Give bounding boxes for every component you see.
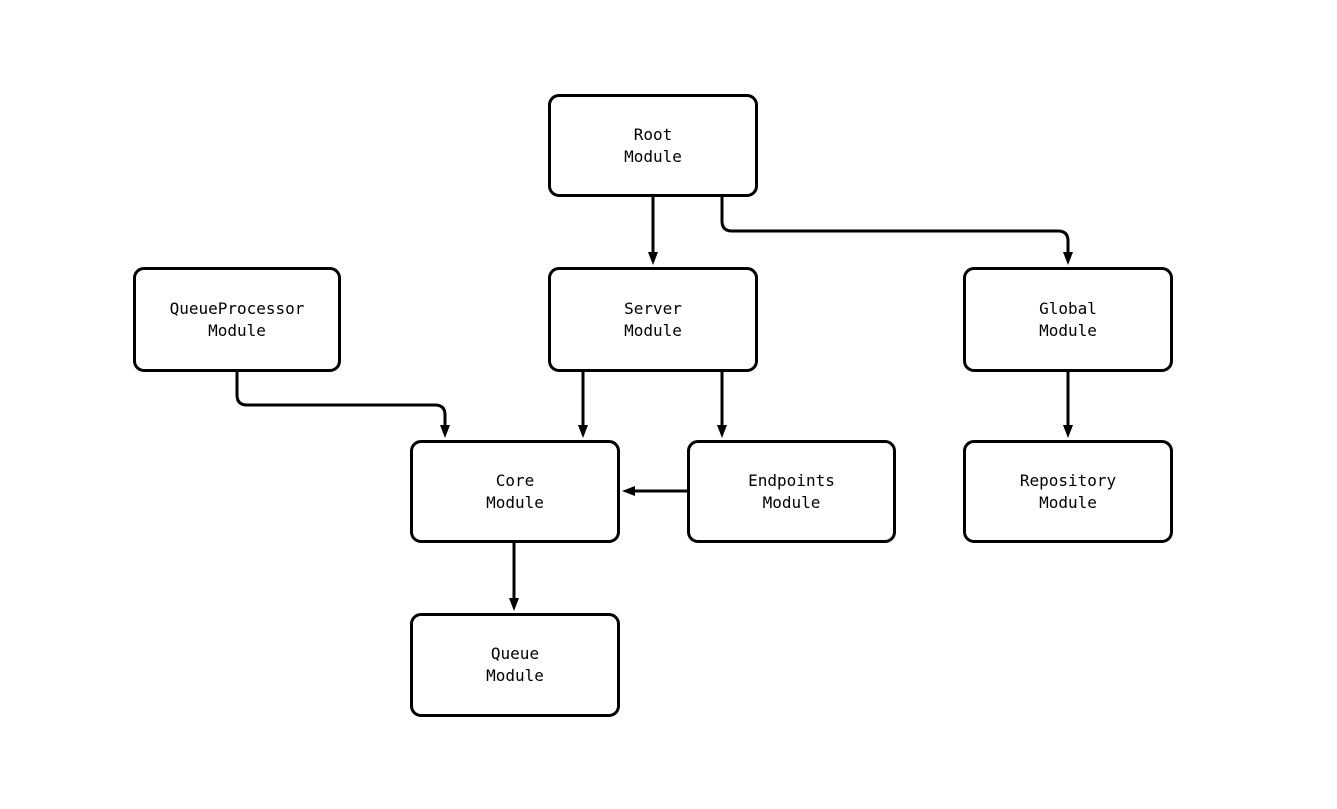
node-repository-line2: Module bbox=[1039, 492, 1097, 512]
node-root[interactable]: Root Module bbox=[548, 94, 758, 197]
node-global-line1: Global bbox=[1039, 298, 1097, 318]
node-global[interactable]: Global Module bbox=[963, 267, 1173, 372]
node-endpoints[interactable]: Endpoints Module bbox=[687, 440, 896, 543]
node-endpoints-line2: Module bbox=[762, 492, 821, 512]
node-root-line2: Module bbox=[624, 146, 682, 166]
node-server[interactable]: Server Module bbox=[548, 267, 758, 372]
edges-group bbox=[235, 197, 1073, 611]
node-queueprocessor-line2: Module bbox=[208, 320, 266, 340]
edge-queueprocessor-core bbox=[235, 372, 450, 438]
node-queue-line2: Module bbox=[486, 666, 544, 685]
node-server-line1: Server bbox=[624, 298, 682, 318]
node-queue-line1: Queue bbox=[490, 644, 540, 663]
node-repository-line1: Repository bbox=[1019, 470, 1117, 490]
node-core-line2: Module bbox=[486, 492, 544, 512]
node-core-line1: Core bbox=[495, 470, 535, 490]
node-root-line1: Root bbox=[633, 124, 673, 144]
node-server-line2: Module bbox=[624, 320, 682, 340]
node-queue[interactable]: Queue Module bbox=[410, 613, 620, 717]
node-queueprocessor-line1: QueueProcessor bbox=[169, 298, 305, 318]
edge-root-global bbox=[720, 197, 1073, 265]
node-global-line2: Module bbox=[1039, 320, 1097, 340]
node-queueprocessor[interactable]: QueueProcessor Module bbox=[133, 267, 341, 372]
node-repository[interactable]: Repository Module bbox=[963, 440, 1173, 543]
node-core[interactable]: Core Module bbox=[410, 440, 620, 543]
node-endpoints-line1: Endpoints bbox=[748, 470, 835, 490]
